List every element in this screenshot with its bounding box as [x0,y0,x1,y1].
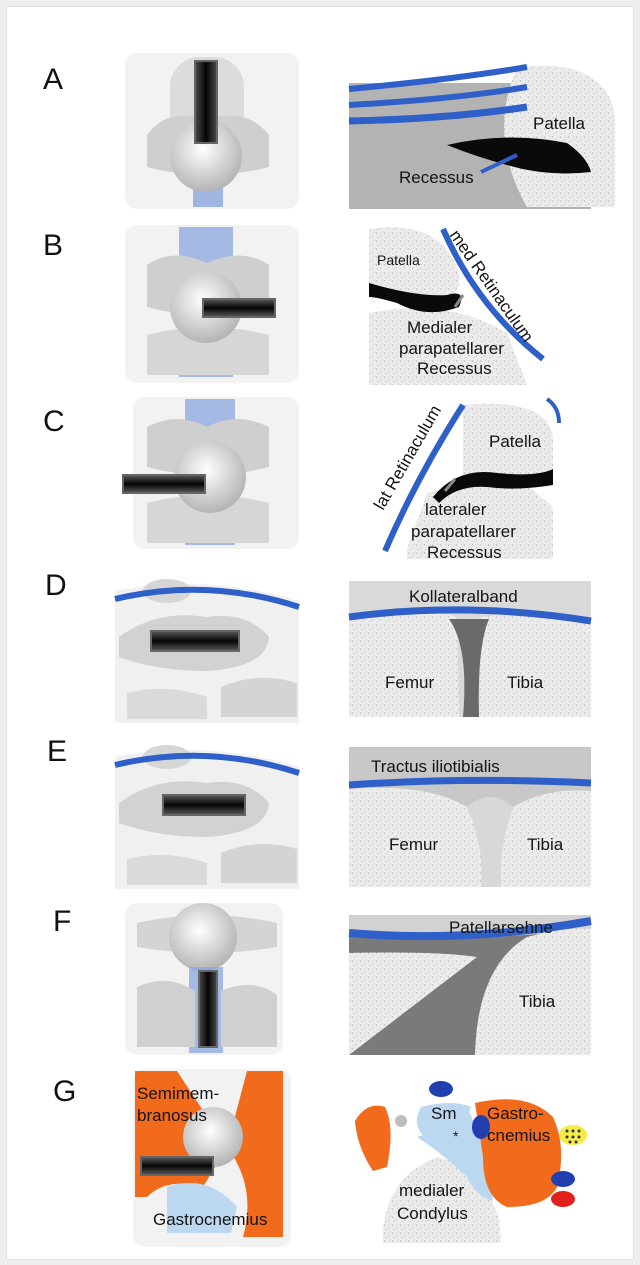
us-schematic-d: Kollateralband Femur Tibia [349,581,591,717]
label-tibia-f: Tibia [519,992,556,1011]
knee-sketch-e [115,745,299,889]
label-sm: Sm [431,1104,457,1123]
knee-sketch-g: Semimem- branosus Gastrocnemius [133,1069,291,1247]
probe-f [199,971,217,1047]
us-schematic-c: Patella lat Retinaculum lateraler parapa… [370,399,559,562]
label-patella-a: Patella [533,114,586,133]
label-lateraler: lateraler [425,500,487,519]
label-gastro: Gastro- [487,1104,544,1123]
label-femur-e: Femur [389,835,438,854]
probe-b [203,299,275,317]
label-recessus-c: Recessus [427,543,502,562]
knee-sketch-d [115,579,299,723]
label-parapatellarer-c: parapatellarer [411,522,516,541]
panel-b: B Patella med Retinaculum Medialer parap… [43,225,543,385]
probe-e [163,795,245,815]
us-schematic-b: Patella med Retinaculum Medialer parapat… [369,226,543,385]
label-patella-c: Patella [489,432,542,451]
label-medialer-g: medialer [399,1181,465,1200]
label-tibia-e: Tibia [527,835,564,854]
label-femur-d: Femur [385,673,434,692]
label-kollateralband: Kollateralband [409,587,518,606]
knee-sketch-b [125,225,299,383]
probe-d [151,631,239,651]
panel-e: E Tractus iliotibialis Femur Tibia [47,735,591,889]
label-parapatellarer-b: parapatellarer [399,339,504,358]
label-gastrocnemius-left: Gastrocnemius [153,1210,267,1229]
label-cnemius: cnemius [487,1126,550,1145]
vessel-dark-blue-1 [429,1081,453,1097]
label-medialer: Medialer [407,318,473,337]
panel-letter-f: F [53,905,71,938]
label-patellarsehne: Patellarsehne [449,918,553,937]
label-semimem: Semimem- [137,1084,219,1103]
nerve-g [559,1125,587,1145]
patella-sphere-f [169,903,237,971]
panel-d: D Kollateralband Femur Tibia [45,569,591,723]
label-tibia-d: Tibia [507,673,544,692]
knee-sketch-f [125,903,283,1055]
panel-g: G Semimem- branosus Gastrocnemius [53,1069,587,1247]
us-schematic-f: Patellarsehne Tibia [349,915,591,1055]
muscle-left-g [355,1106,391,1171]
label-recessus-b: Recessus [417,359,492,378]
vein-g [551,1171,575,1187]
panel-letter-e: E [47,735,67,768]
probe-c [123,475,205,493]
label-star: * [453,1128,459,1144]
probe-a [195,61,217,143]
us-schematic-g: Sm * Gastro- cnemius medialer Condylus [355,1081,587,1243]
label-tractus-iliotibialis: Tractus iliotibialis [371,757,500,776]
knee-sketch-a [125,53,299,209]
panel-letter-g: G [53,1075,76,1108]
panel-letter-c: C [43,405,65,438]
us-schematic-a: Patella Recessus [349,66,615,209]
us-schematic-e: Tractus iliotibialis Femur Tibia [349,747,591,887]
label-recessus-a: Recessus [399,168,474,187]
panel-c: C Patella lat Retinaculum lateraler para… [43,397,559,562]
knee-sketch-c [123,397,299,549]
artery-g [551,1191,575,1207]
panel-f: F Patellarsehne Tibia [53,903,591,1055]
figure-frame: A Patella Recessus B [6,6,634,1260]
label-branosus: branosus [137,1106,207,1125]
panel-letter-b: B [43,229,63,262]
label-patella-b: Patella [377,252,420,268]
panel-letter-a: A [43,63,63,96]
knee-ultrasound-figure: A Patella Recessus B [7,7,633,1259]
probe-g [141,1157,213,1175]
panel-letter-d: D [45,569,67,602]
label-condylus: Condylus [397,1204,468,1223]
panel-a: A Patella Recessus [43,53,615,209]
